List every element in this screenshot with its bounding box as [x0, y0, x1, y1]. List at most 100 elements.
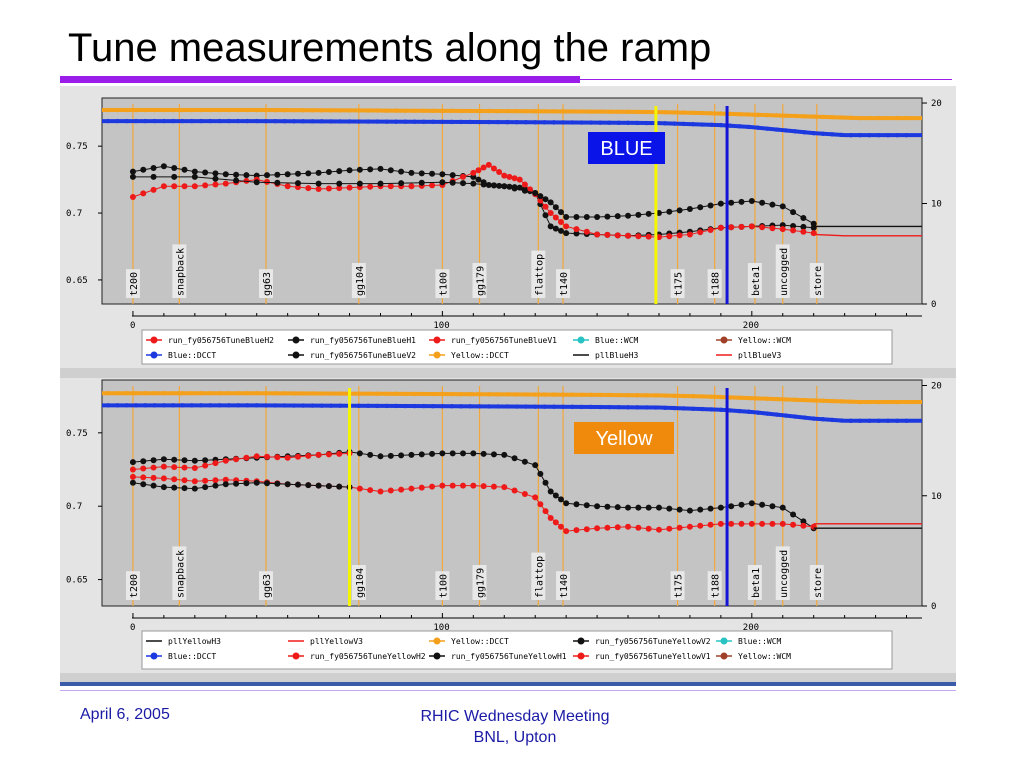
point-Blue-DCCT [746, 409, 751, 414]
point-Yellow-DCCT [403, 391, 408, 397]
marker-label-bg [556, 571, 571, 600]
point-Blue-DCCT [830, 417, 835, 423]
marker-label-bg [435, 571, 450, 600]
point-run_fy056756TuneBlueV1 [485, 161, 492, 168]
point-run_fy056756TuneBlueV2 [676, 207, 683, 214]
point-run_fy056756TuneYellowH2 [264, 453, 271, 460]
legend-marker [150, 336, 158, 344]
point-run_fy056756TuneYellowH1 [460, 450, 467, 457]
point-run_fy056756TuneYellowH1 [573, 501, 580, 508]
y-tick-label-right: 0 [931, 300, 936, 310]
point-run_fy056756TuneYellowH1 [129, 459, 136, 466]
point-Yellow-DCCT [625, 392, 631, 398]
point-run_fy056756TuneYellowH2 [294, 453, 301, 460]
point-Blue-DCCT [310, 119, 315, 124]
point-run_fy056756TuneBlueV2 [191, 173, 198, 180]
series-Yellow-DCCT [102, 108, 922, 121]
point-Yellow-DCCT [356, 108, 362, 113]
point-Yellow-DCCT [170, 391, 176, 396]
series-run_fy056756TuneYellowV2 [132, 482, 350, 490]
point-run_fy056756TuneBlueV1 [160, 183, 167, 190]
marker-label-bg [747, 263, 762, 298]
point-run_fy056756TuneYellowH1 [594, 503, 601, 510]
point-Yellow-DCCT [690, 394, 696, 399]
point-Blue-DCCT [291, 119, 297, 124]
point-run_fy056756TuneBlueH1 [542, 212, 549, 219]
point-run_fy056756TuneBlueH1 [790, 222, 797, 229]
point-run_fy056756TuneYellowH2 [305, 452, 312, 459]
point-Blue-DCCT [876, 418, 881, 423]
point-Blue-DCCT [690, 122, 696, 127]
legend-marker [720, 336, 728, 344]
point-run_fy056756TuneBlueV1 [604, 231, 611, 238]
point-Yellow-DCCT [885, 399, 891, 405]
point-run_fy056756TuneBlueH1 [377, 165, 384, 172]
point-Blue-DCCT [588, 404, 594, 410]
point-run_fy056756TuneBlueV2 [697, 204, 704, 211]
point-Blue-DCCT [709, 122, 714, 128]
point-run_fy056756TuneBlueH1 [429, 170, 436, 177]
point-run_fy056756TuneYellowH1 [604, 503, 611, 510]
point-run_fy056756TuneBlueV2 [233, 177, 240, 184]
point-Yellow-DCCT [755, 396, 761, 401]
beam-label-box [574, 422, 674, 454]
point-run_fy056756TuneBlueV1 [501, 172, 508, 179]
point-run_fy056756TuneBlueV1 [552, 214, 559, 221]
marker-label-bg [531, 552, 546, 600]
point-run_fy056756TuneYellowV1 [150, 474, 157, 481]
point-run_fy056756TuneYellowV2 [336, 483, 343, 490]
point-run_fy056756TuneYellowH1 [542, 479, 549, 486]
slide-title: Tune measurements along the ramp [68, 26, 712, 70]
point-run_fy056756TuneYellowH2 [233, 456, 240, 463]
point-run_fy056756TuneBlueV1 [614, 232, 621, 239]
point-Yellow-DCCT [681, 110, 686, 115]
point-run_fy056756TuneBlueV1 [790, 227, 797, 234]
point-run_fy056756TuneBlueV2 [790, 209, 797, 216]
point-run_fy056756TuneBlueV1 [460, 173, 467, 180]
point-run_fy056756TuneBlueV2 [398, 180, 405, 187]
point-run_fy056756TuneYellowV1 [655, 526, 662, 533]
point-run_fy056756TuneBlueV2 [150, 173, 157, 180]
legend-item-Yellow-WCM: Yellow::WCM [738, 652, 791, 661]
point-run_fy056756TuneBlueV1 [336, 185, 343, 192]
point-run_fy056756TuneBlueH1 [294, 170, 301, 177]
point-run_fy056756TuneBlueV1 [129, 193, 136, 200]
point-run_fy056756TuneYellowV1 [748, 520, 755, 527]
point-run_fy056756TuneYellowH2 [150, 464, 157, 471]
point-Yellow-DCCT [235, 107, 241, 113]
point-run_fy056756TuneYellowV1 [542, 508, 549, 515]
point-run_fy056756TuneBlueV2 [748, 198, 755, 204]
point-Blue-DCCT [625, 405, 631, 410]
point-run_fy056756TuneBlueV1 [697, 229, 704, 236]
point-run_fy056756TuneYellowV1 [738, 520, 745, 527]
point-Blue-DCCT [644, 405, 649, 410]
point-run_fy056756TuneYellowV1 [800, 522, 807, 529]
point-Blue-DCCT [365, 403, 371, 409]
point-run_fy056756TuneBlueV2 [800, 214, 807, 221]
point-Blue-DCCT [885, 132, 891, 138]
point-Blue-DCCT [570, 404, 575, 410]
point-run_fy056756TuneYellowV1 [398, 486, 405, 493]
point-Blue-DCCT [885, 418, 891, 423]
point-run_fy056756TuneBlueV1 [686, 231, 693, 238]
point-Yellow-DCCT [514, 108, 519, 114]
point-Yellow-DCCT [830, 114, 835, 120]
point-run_fy056756TuneYellowV1 [666, 525, 673, 532]
point-Yellow-DCCT [375, 391, 380, 396]
point-run_fy056756TuneYellowH1 [449, 450, 456, 457]
point-Blue-DCCT [542, 120, 547, 125]
point-Blue-DCCT [718, 407, 724, 412]
point-run_fy056756TuneYellowV1 [625, 523, 632, 530]
point-run_fy056756TuneYellowH1 [748, 500, 755, 507]
point-run_fy056756TuneBlueV1 [212, 181, 219, 188]
point-Blue-DCCT [755, 125, 761, 130]
point-run_fy056756TuneBlueV2 [547, 199, 554, 206]
point-Blue-DCCT [783, 128, 789, 133]
point-run_fy056756TuneYellowH1 [666, 505, 673, 512]
point-run_fy056756TuneBlueV2 [439, 179, 446, 186]
point-run_fy056756TuneYellowH2 [181, 464, 188, 471]
point-run_fy056756TuneYellowH1 [418, 451, 425, 458]
point-Yellow-DCCT [384, 391, 389, 397]
legend-box [141, 630, 893, 670]
point-run_fy056756TuneYellowH1 [521, 458, 528, 465]
